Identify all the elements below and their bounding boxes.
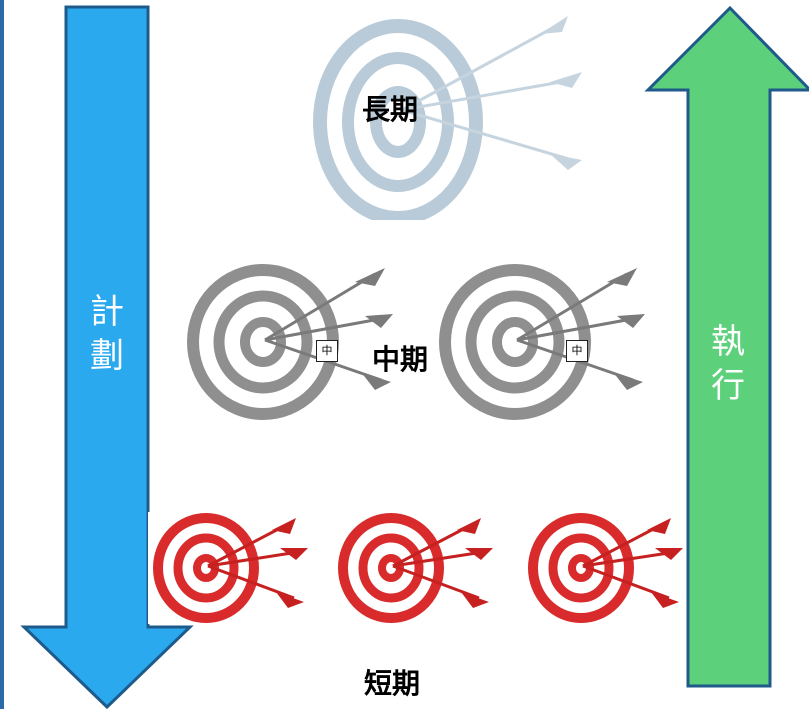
plan-label: 計劃 [90, 292, 124, 376]
short-term-target-3 [528, 513, 683, 623]
left-edge-bar [0, 0, 4, 709]
short-term-target-2 [338, 513, 493, 623]
plan-arrow [20, 5, 194, 709]
mid-term-target-2 [439, 264, 645, 420]
short-term-target-1 [148, 512, 318, 624]
mid-term-target-1 [187, 264, 393, 420]
mid-term-tag-2: 中 [566, 340, 588, 362]
long-term-target [313, 16, 582, 220]
mid-term-label: 中期 [372, 343, 429, 376]
mid-term-tag-1: 中 [316, 340, 338, 362]
short-term-label: 短期 [364, 667, 421, 700]
execute-label: 執行 [711, 322, 745, 406]
long-term-label: 長期 [362, 93, 419, 126]
execute-arrow [644, 5, 809, 688]
